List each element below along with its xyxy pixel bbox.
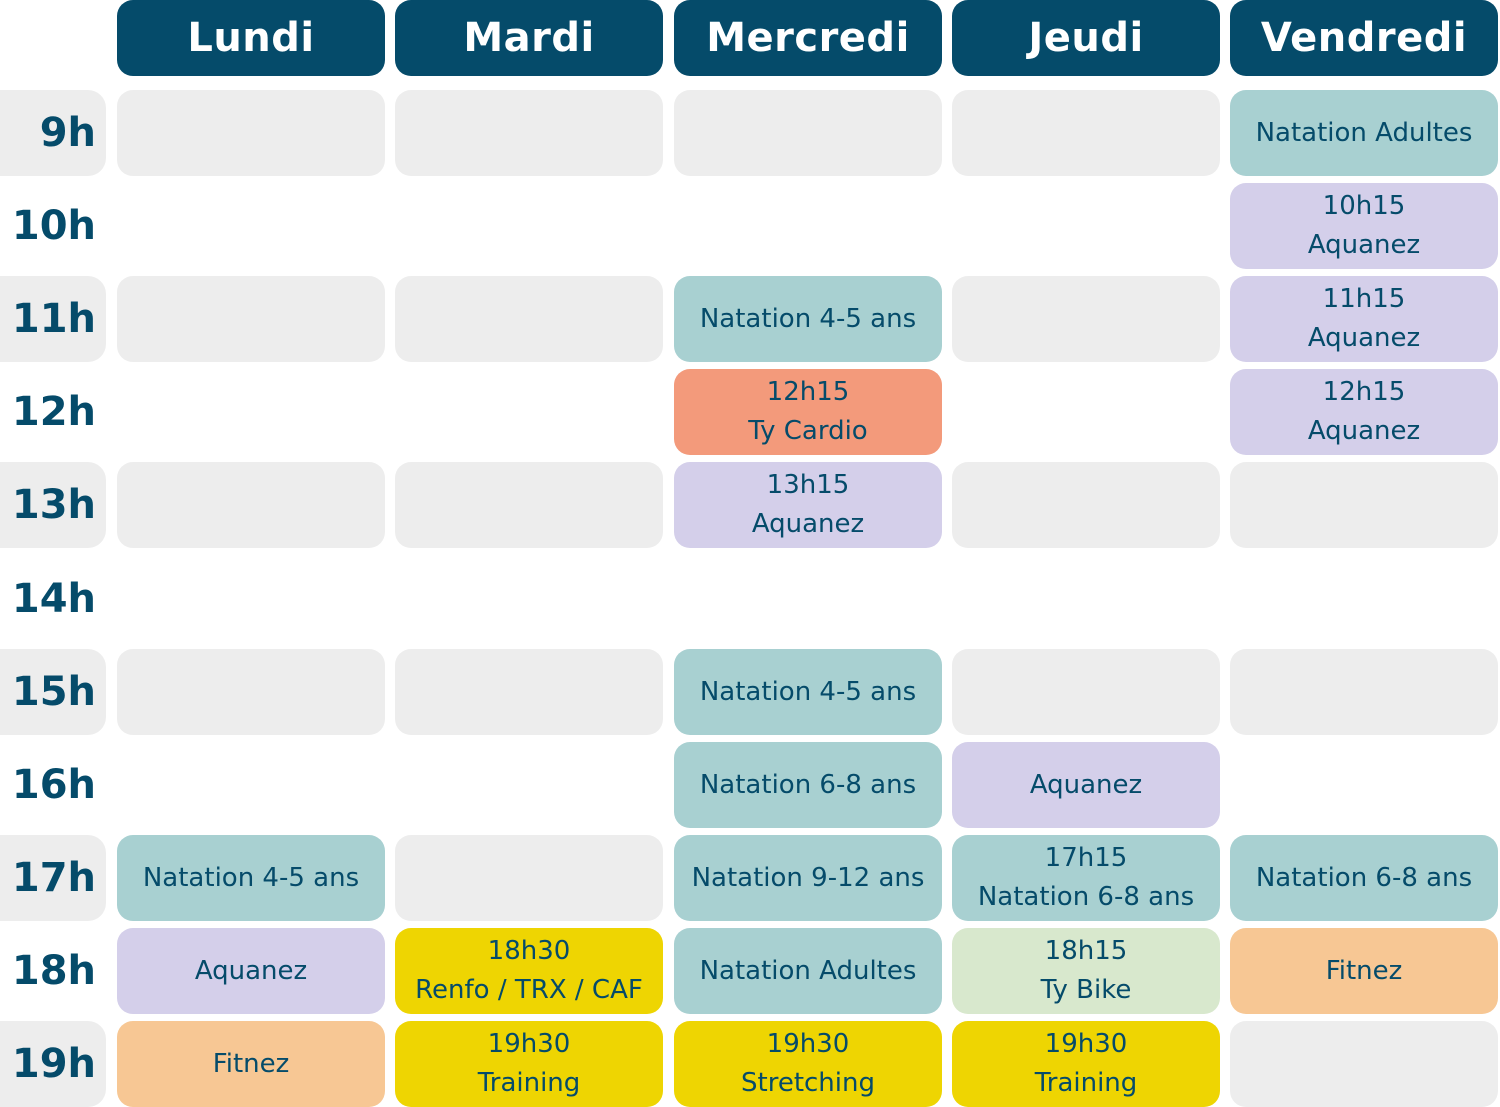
- empty-slot: [1230, 649, 1498, 735]
- class-name: Training: [477, 1068, 581, 1098]
- empty-slot: [395, 649, 663, 735]
- empty-slot: [395, 835, 663, 921]
- class-slot-natation[interactable]: Natation 9-12 ans: [674, 835, 942, 921]
- class-name: Ty Cardio: [748, 416, 868, 446]
- empty-slot: [117, 276, 385, 362]
- class-time: 19h30: [1044, 1029, 1128, 1059]
- hour-label-13h: 13h: [0, 462, 106, 548]
- class-time: 19h30: [766, 1029, 850, 1059]
- class-slot-fitnez[interactable]: Fitnez: [117, 1021, 385, 1107]
- empty-slot: [952, 649, 1220, 735]
- empty-slot: [395, 276, 663, 362]
- class-time: 18h15: [1044, 936, 1128, 966]
- class-name: Renfo / TRX / CAF: [415, 975, 643, 1005]
- hour-label-15h: 15h: [0, 649, 106, 735]
- hour-label-11h: 11h: [0, 276, 106, 362]
- hour-label-18h: 18h: [11, 948, 96, 994]
- class-slot-natation[interactable]: Natation Adultes: [674, 928, 942, 1014]
- class-time: 11h15: [1322, 284, 1406, 314]
- day-header-jeudi: Jeudi: [952, 0, 1220, 76]
- empty-slot: [952, 276, 1220, 362]
- class-time: 17h15: [1044, 843, 1128, 873]
- class-name: Fitnez: [1325, 955, 1403, 986]
- class-name: Natation 4-5 ans: [699, 676, 917, 707]
- class-slot-natation[interactable]: Natation 4-5 ans: [117, 835, 385, 921]
- class-name: Aquanez: [194, 955, 308, 986]
- class-time: 10h15: [1322, 191, 1406, 221]
- class-time: 12h15: [766, 377, 850, 407]
- hour-label-16h: 16h: [11, 762, 96, 808]
- empty-slot: [117, 462, 385, 548]
- empty-slot: [674, 90, 942, 176]
- class-time: 19h30: [487, 1029, 571, 1059]
- class-slot-aquanez[interactable]: Aquanez: [117, 928, 385, 1014]
- class-name: Aquanez: [1029, 769, 1143, 800]
- empty-slot: [1230, 462, 1498, 548]
- class-name: Natation 6-8 ans: [699, 769, 917, 800]
- class-name: Natation Adultes: [699, 955, 917, 986]
- class-time: 12h15: [1322, 377, 1406, 407]
- day-header-lundi: Lundi: [117, 0, 385, 76]
- class-name: Natation 9-12 ans: [691, 862, 925, 893]
- hour-label-9h: 9h: [0, 90, 106, 176]
- day-header-vendredi: Vendredi: [1230, 0, 1498, 76]
- class-name: Fitnez: [212, 1048, 290, 1079]
- hour-label-19h: 19h: [0, 1021, 106, 1107]
- class-name: Aquanez: [1307, 323, 1421, 353]
- class-name: Natation Adultes: [1255, 117, 1473, 148]
- hour-label-10h: 10h: [11, 203, 96, 249]
- class-time: 18h30: [487, 936, 571, 966]
- class-slot-fitnez[interactable]: Fitnez: [1230, 928, 1498, 1014]
- class-name: Natation 4-5 ans: [699, 303, 917, 334]
- class-slot-natation[interactable]: Natation Adultes: [1230, 90, 1498, 176]
- hour-label-14h: 14h: [11, 576, 96, 622]
- class-slot-natation[interactable]: Natation 6-8 ans: [1230, 835, 1498, 921]
- empty-slot: [117, 90, 385, 176]
- class-name: Natation 6-8 ans: [1255, 862, 1473, 893]
- class-name: Aquanez: [1307, 416, 1421, 446]
- hour-label-12h: 12h: [11, 389, 96, 435]
- class-slot-natation[interactable]: Natation 4-5 ans: [674, 649, 942, 735]
- day-header-mardi: Mardi: [395, 0, 663, 76]
- class-slot-cardio[interactable]: 12h15 Ty Cardio: [674, 369, 942, 455]
- class-slot-aquanez[interactable]: Aquanez: [952, 742, 1220, 828]
- class-slot-natation[interactable]: Natation 6-8 ans: [674, 742, 942, 828]
- class-name: Stretching: [741, 1068, 875, 1098]
- empty-slot: [395, 462, 663, 548]
- empty-slot: [952, 462, 1220, 548]
- empty-slot: [395, 90, 663, 176]
- class-name: Natation 6-8 ans: [977, 882, 1195, 912]
- hour-label-17h: 17h: [0, 835, 106, 921]
- class-name: Natation 4-5 ans: [142, 862, 360, 893]
- empty-slot: [1230, 1021, 1498, 1107]
- class-slot-bike[interactable]: 18h15 Ty Bike: [952, 928, 1220, 1014]
- day-header-mercredi: Mercredi: [674, 0, 942, 76]
- class-name: Training: [1034, 1068, 1138, 1098]
- empty-slot: [117, 649, 385, 735]
- class-name: Ty Bike: [1040, 975, 1132, 1005]
- empty-slot: [952, 90, 1220, 176]
- class-name: Aquanez: [1307, 230, 1421, 260]
- class-slot-natation[interactable]: Natation 4-5 ans: [674, 276, 942, 362]
- class-time: 13h15: [766, 470, 850, 500]
- class-name: Aquanez: [751, 509, 865, 539]
